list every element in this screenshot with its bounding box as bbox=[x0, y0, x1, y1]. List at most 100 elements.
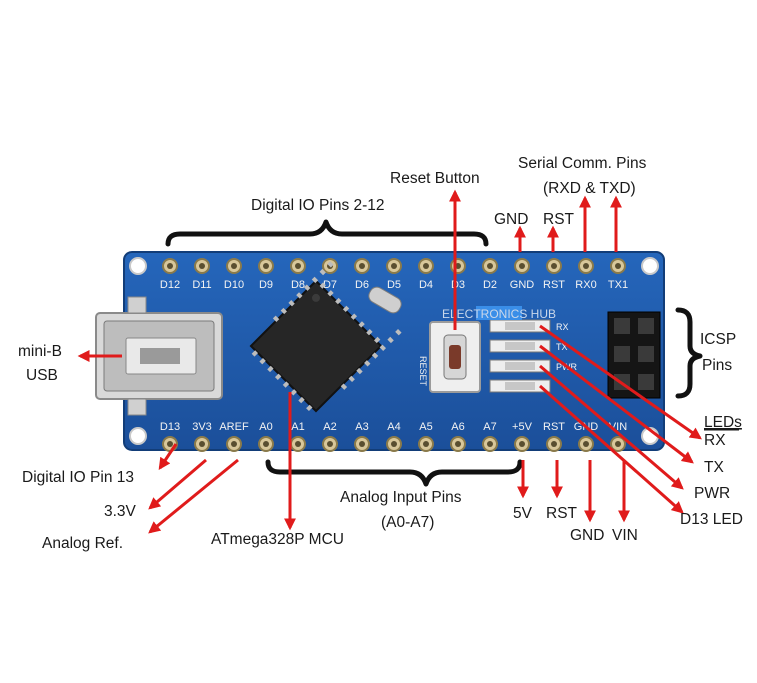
top-pin-label: D9 bbox=[259, 279, 273, 291]
usb-connector-icon bbox=[95, 296, 223, 416]
top-pin-label: D7 bbox=[323, 279, 337, 291]
bottom-pin-hole-center bbox=[551, 441, 557, 447]
chip-leg bbox=[348, 375, 355, 383]
chip-leg bbox=[274, 373, 282, 380]
bottom-pin-label: RST bbox=[543, 421, 565, 433]
top-pin-hole-center bbox=[359, 263, 365, 269]
chip-leg bbox=[298, 396, 305, 404]
top-pin-hole-center bbox=[391, 263, 397, 269]
top-pin-label: D3 bbox=[451, 279, 465, 291]
label-serial-pins-sub: (RXD & TXD) bbox=[543, 180, 636, 197]
label-top-rst: RST bbox=[543, 211, 575, 228]
chip-leg bbox=[350, 313, 358, 320]
chip-leg bbox=[371, 352, 379, 359]
chip-leg bbox=[280, 307, 288, 315]
bottom-pin-hole-center bbox=[359, 441, 365, 447]
bottom-pin-label: A2 bbox=[323, 421, 336, 433]
chip-leg bbox=[267, 365, 274, 373]
led-silk-tx: TX bbox=[556, 342, 568, 352]
bottom-pin-label: A5 bbox=[419, 421, 432, 433]
top-pin-label: D4 bbox=[419, 279, 433, 291]
chip-leg bbox=[311, 276, 319, 284]
label-led-d13: D13 LED bbox=[680, 511, 743, 528]
reset-switch-icon: RESET bbox=[418, 321, 481, 393]
bottom-pin-label: A6 bbox=[451, 421, 464, 433]
chip-leg bbox=[259, 358, 266, 365]
label-reset-button: Reset Button bbox=[390, 170, 480, 187]
chip-leg bbox=[306, 404, 313, 412]
atmega328p-chip-icon bbox=[249, 261, 402, 413]
reset-silk-label: RESET bbox=[418, 356, 428, 387]
led-group: RX TX PWR bbox=[489, 319, 577, 393]
top-pin-hole-center bbox=[167, 263, 173, 269]
top-pin-hole-center bbox=[551, 263, 557, 269]
chip-leg bbox=[296, 292, 303, 299]
label-digital-io: Digital IO Pins 2-12 bbox=[251, 197, 385, 214]
label-leds: LEDs bbox=[704, 414, 742, 431]
bottom-pin-hole-center bbox=[391, 441, 397, 447]
top-pin-label: D6 bbox=[355, 279, 369, 291]
label-analog-ref: Analog Ref. bbox=[42, 535, 123, 552]
chip-leg bbox=[303, 284, 311, 291]
top-pin-label: D10 bbox=[224, 279, 244, 291]
label-top-gnd: GND bbox=[494, 211, 528, 228]
label-bottom-rst: RST bbox=[546, 505, 578, 522]
label-3v3: 3.3V bbox=[104, 503, 137, 520]
chip-leg bbox=[288, 300, 295, 307]
icsp-brace bbox=[675, 307, 703, 399]
label-bottom-gnd: GND bbox=[570, 527, 604, 544]
label-bottom-vin: VIN bbox=[612, 527, 638, 544]
led-silk-rx: RX bbox=[556, 322, 569, 332]
bottom-pin-label: 3V3 bbox=[192, 421, 212, 433]
label-analog-pins-sub: (A0-A7) bbox=[381, 514, 434, 531]
top-pin-label: RST bbox=[543, 279, 565, 291]
bottom-pin-label: A7 bbox=[483, 421, 496, 433]
bottom-pin-hole-center bbox=[231, 441, 237, 447]
bottom-pin-hole-center bbox=[295, 441, 301, 447]
bottom-pin-hole-center bbox=[519, 441, 525, 447]
bottom-pin-hole-center bbox=[327, 441, 333, 447]
label-mini-b: mini-B bbox=[18, 343, 62, 360]
label-led-tx: TX bbox=[704, 459, 724, 476]
label-analog-pins: Analog Input Pins bbox=[340, 489, 462, 506]
top-pin-label: RX0 bbox=[575, 279, 596, 291]
bottom-pin-hole-center bbox=[263, 441, 269, 447]
chip-leg bbox=[319, 282, 326, 289]
chip-leg bbox=[366, 329, 373, 336]
crystal-icon bbox=[368, 286, 402, 314]
top-pin-hole-center bbox=[583, 263, 589, 269]
label-digital-io-13: Digital IO Pin 13 bbox=[22, 469, 134, 486]
bottom-pin-hole-center bbox=[167, 441, 173, 447]
chip-leg bbox=[282, 381, 290, 388]
bottom-pin-label: D13 bbox=[160, 421, 180, 433]
digital-io-brace bbox=[165, 219, 489, 247]
top-pin-label: D12 bbox=[160, 279, 180, 291]
chip-leg bbox=[327, 290, 334, 297]
chip-leg bbox=[342, 305, 350, 313]
chip-leg bbox=[251, 350, 259, 357]
label-led-pwr: PWR bbox=[694, 485, 730, 502]
top-pin-label: D2 bbox=[483, 279, 497, 291]
chip-leg bbox=[356, 367, 363, 375]
bottom-pin-label: +5V bbox=[512, 421, 533, 433]
annotation-arrows bbox=[77, 189, 702, 534]
label-bottom-5v: 5V bbox=[513, 505, 533, 522]
chip-leg bbox=[387, 336, 394, 344]
chip-leg bbox=[358, 321, 365, 328]
bottom-pin-hole-center bbox=[487, 441, 493, 447]
chip-leg bbox=[272, 315, 280, 322]
icsp-header-icon bbox=[607, 311, 661, 399]
top-pin-label: GND bbox=[510, 279, 535, 291]
top-pin-hole-center bbox=[199, 263, 205, 269]
bottom-pin-hole-center bbox=[615, 441, 621, 447]
chip-leg bbox=[340, 383, 348, 390]
analog-brace bbox=[265, 459, 523, 487]
top-pin-label: D5 bbox=[387, 279, 401, 291]
top-pin-hole-center bbox=[231, 263, 237, 269]
chip-leg bbox=[335, 297, 342, 305]
bottom-pin-label: A0 bbox=[259, 421, 272, 433]
bottom-pin-hole-center bbox=[423, 441, 429, 447]
